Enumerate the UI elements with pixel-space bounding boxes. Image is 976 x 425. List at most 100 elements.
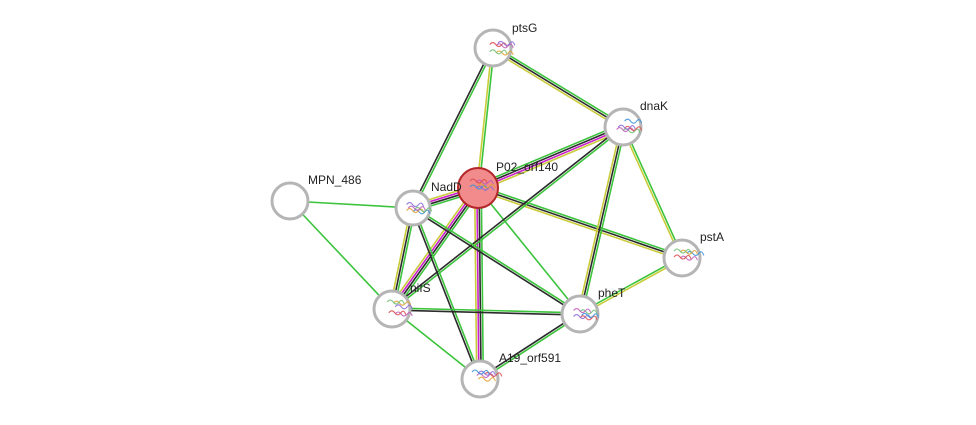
edge-evidence-textmining	[621, 127, 682, 259]
edge-ptsG-dnaK[interactable]	[491, 45, 625, 130]
edge-evidence-neighborhood	[480, 187, 485, 379]
edge-NadD-A19_orf591[interactable]	[411, 207, 482, 380]
edge-evidence-textmining	[477, 189, 682, 261]
node-pheT[interactable]: pheT	[560, 286, 626, 334]
structure-stroke	[616, 127, 635, 133]
edge-evidence-textmining	[577, 126, 622, 314]
structure-stroke	[475, 185, 494, 191]
edge-pheT-A19_orf591[interactable]	[478, 312, 582, 381]
edge-evidence-coexpression	[390, 125, 623, 309]
node-label[interactable]: NadD	[431, 180, 462, 194]
edge-ptsG-NadD[interactable]	[411, 47, 495, 209]
node-MPN_486[interactable]: MPN_486	[270, 173, 362, 221]
edge-P02_orf140-dnaK[interactable]	[476, 123, 625, 192]
structure-stroke	[497, 40, 516, 46]
edge-evidence-coexpression	[478, 312, 580, 379]
edge-evidence-coexpression	[411, 208, 480, 380]
structure-stroke	[469, 184, 488, 190]
edge-evidence-neighborhood	[581, 127, 626, 315]
node-circle[interactable]	[394, 189, 432, 227]
edge-dnaK-pheT[interactable]	[577, 126, 626, 315]
edge-evidence-neighborhood	[480, 314, 582, 381]
node-A19_orf591[interactable]: A19_orf591	[460, 351, 561, 399]
edge-evidence-experiments	[478, 127, 624, 190]
node-circle[interactable]	[270, 181, 310, 221]
node-label[interactable]: A19_orf591	[499, 351, 561, 365]
edge-layer	[289, 45, 684, 381]
structure-stroke	[579, 309, 598, 315]
node-circle[interactable]	[560, 294, 600, 334]
structure-stroke	[471, 369, 490, 375]
edge-evidence-neighborhood	[413, 207, 482, 379]
edge-dnaK-pstA[interactable]	[621, 126, 684, 259]
node-label[interactable]: pheT	[598, 286, 626, 300]
edge-nifS-pheT[interactable]	[391, 307, 581, 316]
protein-structure-icon	[471, 369, 503, 382]
protein-structure-icon	[616, 118, 643, 134]
edge-P02_orf140-pheT[interactable]	[477, 187, 581, 315]
edge-evidence-coexpression	[411, 208, 580, 316]
structure-stroke	[573, 308, 592, 314]
structure-stroke	[477, 376, 496, 382]
edge-evidence-neighborhood	[392, 127, 625, 311]
structure-stroke	[489, 42, 508, 48]
node-ptsG[interactable]: ptsG	[473, 21, 537, 68]
edge-P02_orf140-nifS[interactable]	[388, 185, 482, 312]
edge-evidence-textmining	[476, 47, 493, 188]
edge-evidence-neighborhood	[289, 200, 393, 310]
structure-stroke	[388, 310, 407, 316]
structure-stroke	[407, 205, 426, 211]
edge-evidence-coexpression	[391, 309, 580, 316]
structure-stroke	[624, 125, 643, 131]
edge-evidence-neighborhood	[477, 187, 581, 315]
structure-stroke	[394, 304, 413, 310]
structure-stroke	[579, 315, 598, 321]
edge-evidence-neighborhood	[478, 185, 683, 257]
edge-evidence-neighborhood	[289, 200, 414, 209]
edge-NadD-pheT[interactable]	[411, 206, 582, 316]
node-circle[interactable]	[460, 359, 500, 399]
edge-ptsG-P02_orf140[interactable]	[476, 47, 495, 189]
node-label[interactable]: P02_orf140	[496, 160, 558, 174]
node-dnaK[interactable]: dnaK	[603, 99, 668, 147]
structure-stroke	[475, 179, 494, 185]
edge-MPN_486-nifS[interactable]	[289, 200, 393, 310]
structure-stroke	[673, 254, 692, 260]
node-circle[interactable]	[662, 238, 702, 278]
node-label[interactable]: ptsG	[512, 21, 537, 35]
structure-stroke	[469, 178, 488, 184]
edge-evidence-neighborhood	[394, 189, 482, 312]
structure-stroke	[673, 248, 692, 254]
edge-evidence-experiments	[476, 188, 480, 380]
protein-structure-icon	[406, 202, 433, 215]
node-NadD[interactable]: NadD	[394, 180, 462, 227]
structure-stroke	[679, 255, 698, 261]
protein-structure-icon	[573, 308, 600, 321]
node-P02_orf140[interactable]: P02_orf140	[457, 160, 558, 209]
structure-stroke	[414, 206, 433, 212]
structure-stroke	[679, 249, 698, 255]
edge-dnaK-nifS[interactable]	[390, 125, 625, 311]
edge-P02_orf140-A19_orf591[interactable]	[473, 187, 485, 380]
node-label[interactable]: dnaK	[640, 99, 668, 113]
node-label[interactable]: MPN_486	[308, 173, 362, 187]
node-label[interactable]: pstA	[700, 230, 724, 244]
node-pstA[interactable]: pstA	[662, 230, 724, 278]
edge-MPN_486-NadD[interactable]	[289, 200, 414, 209]
structure-stroke	[394, 311, 413, 317]
node-circle[interactable]	[603, 107, 643, 147]
node-circle[interactable]	[473, 28, 513, 68]
structure-stroke	[386, 299, 405, 305]
query-node-circle[interactable]	[457, 167, 499, 209]
structure-stroke	[406, 208, 425, 214]
node-label[interactable]: nifS	[410, 281, 431, 295]
edge-evidence-coexpression	[477, 125, 623, 188]
node-nifS[interactable]: nifS	[372, 281, 431, 329]
protein-structure-icon	[673, 248, 705, 261]
edge-P02_orf140-pstA[interactable]	[477, 185, 683, 261]
edge-evidence-coexpression	[411, 47, 493, 208]
edge-evidence-textmining	[491, 49, 623, 130]
protein-structure-icon	[469, 178, 496, 191]
structure-stroke	[477, 370, 496, 376]
